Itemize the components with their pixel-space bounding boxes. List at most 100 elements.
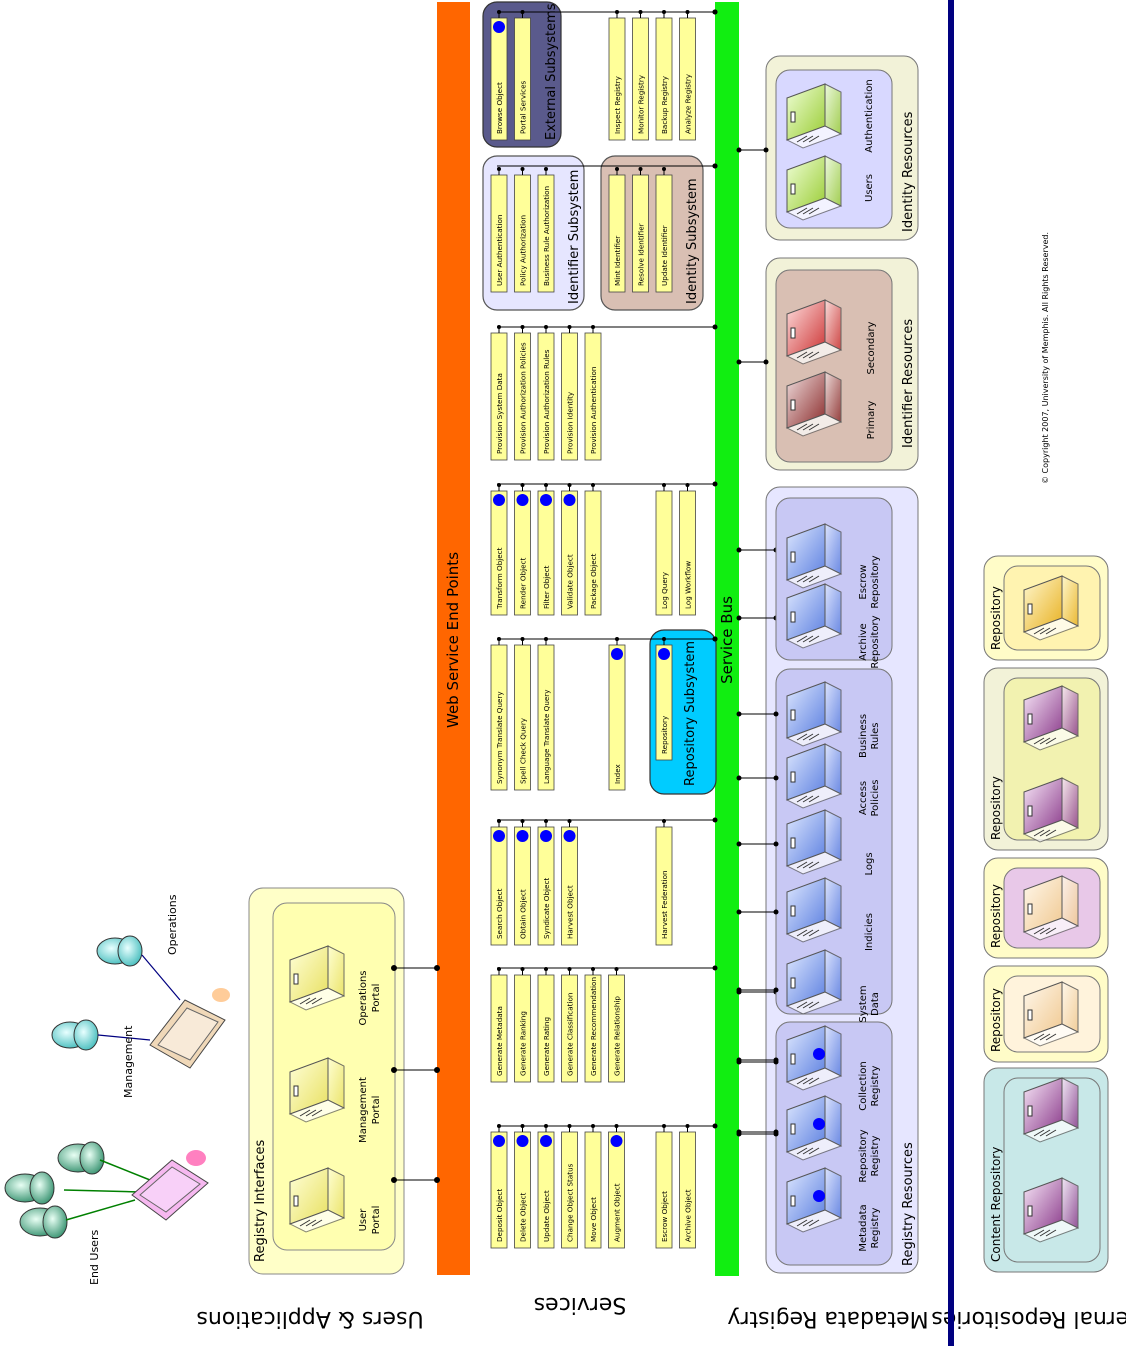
web-service-bar-label: Web Service End Points <box>444 552 462 728</box>
repo-label-0: Repository <box>870 615 881 668</box>
blue-dot-icon <box>540 494 552 506</box>
identifier-subsystem-panel: Identifier Subsystem <box>482 155 585 311</box>
svc-query-0-label: Synonym Translate Query <box>495 691 504 784</box>
resource-connector <box>736 841 779 847</box>
svc-registry-ops-0: Inspect Registry <box>608 10 626 141</box>
svc-generate-1-label: Generate Ranking <box>519 1011 528 1076</box>
svc-provision-4: Provision Authentication <box>584 325 602 461</box>
portal-connectors <box>391 965 440 1183</box>
svc-authorization-1-label: Policy Authorization <box>519 215 528 286</box>
content-repository-server-icon-0 <box>1022 1177 1080 1243</box>
resource-connector <box>736 1057 779 1063</box>
svc-registry-ops-1: Monitor Registry <box>632 10 649 141</box>
svc-transform-3: Validate Object <box>561 483 578 616</box>
blue-dot-icon <box>493 494 505 506</box>
svc-search-3-label: Harvest Object <box>566 885 575 939</box>
service-bus-label: Service Bus <box>718 596 736 684</box>
external-repository-c-title: Repository <box>989 776 1003 840</box>
layer-label-metadata-registry: Metadata Registry <box>727 1306 928 1331</box>
svc-object-mgmt-2: Update Object <box>537 1124 555 1249</box>
registry-resources-title: Registry Resources <box>901 1142 916 1266</box>
primary-label: Primary <box>866 401 877 440</box>
svc-identifier-2: Update Identifier <box>655 167 673 293</box>
registry-label-0: Registry <box>870 1207 881 1248</box>
svc-generate-2: Generate Rating <box>537 967 555 1083</box>
svc-log-1-label: Log Workflow <box>684 561 693 609</box>
external-repository-c: Repository <box>983 667 1109 851</box>
svc-object-mgmt-3: Change Object Status <box>561 1124 578 1249</box>
svc-index-0-label: Index <box>613 763 622 784</box>
registry-label-1: Repository <box>858 1129 869 1182</box>
web-service-bar <box>437 2 470 1275</box>
svc-transform-1-label: Render Object <box>519 558 528 609</box>
svc-transform-1: Render Object <box>514 483 531 616</box>
external-divider <box>948 0 954 1346</box>
svc-query-1-label: Spell Check Query <box>519 717 528 784</box>
identity-resources-title: Identity Resources <box>901 111 916 232</box>
blue-dot-icon <box>493 830 505 842</box>
data-server-icon-0 <box>785 949 843 1015</box>
svc-query-2: Language Translate Query <box>537 637 555 791</box>
blue-dot-icon <box>493 21 505 33</box>
management-operations-group: Management Operations <box>51 894 230 1098</box>
svc-identifier-0: Mint Identifier <box>608 167 626 293</box>
svc-query-2-label: Language Translate Query <box>542 689 551 784</box>
blue-dot-icon <box>813 1190 825 1202</box>
svc-provision-0: Provision System Data <box>490 325 508 461</box>
svc-object-mgmt-5-label: Augment Object <box>613 1183 622 1242</box>
svc-provision-4-label: Provision Authentication <box>589 367 598 454</box>
secondary-label: Secondary <box>866 321 877 374</box>
svc-object-mgmt-0: Deposit Object <box>490 1124 508 1249</box>
svc-generate-5: Generate Relationship <box>608 967 625 1083</box>
identifier-subsystem-panel-title: Identifier Subsystem <box>567 170 582 304</box>
svc-transform-0-label: Transform Object <box>495 547 504 610</box>
service-bus-bar <box>715 2 739 1276</box>
svc-escrow-archive-0-label: Escrow Object <box>660 1191 669 1242</box>
authentication-server-icon <box>785 83 843 149</box>
svc-index-0: Index <box>608 637 626 791</box>
blue-dot-icon <box>516 830 529 842</box>
data-label-0: Data <box>870 992 881 1016</box>
svc-object-mgmt-1: Delete Object <box>514 1124 531 1249</box>
blue-dot-icon <box>516 494 529 506</box>
svc-escrow-archive-1: Archive Object <box>679 1124 696 1249</box>
external-repository-a: Repository <box>983 965 1109 1063</box>
repo-label-1: Escrow <box>858 564 869 599</box>
svc-transform-0: Transform Object <box>490 483 508 616</box>
blue-dot-icon <box>516 1135 529 1147</box>
layer-label-users-apps: Users & Applications <box>196 1306 423 1331</box>
svc-registry-ops-2-label: Backup Registry <box>660 75 669 134</box>
layer-label-external-repositories: External Repositories <box>931 1306 1126 1331</box>
management-terminal-icon <box>149 988 230 1069</box>
registry-server-icon-2 <box>785 1025 843 1091</box>
data-server-icon-1 <box>785 877 843 943</box>
svc-generate-4: Generate Recommendation <box>584 967 602 1083</box>
data-server-icon-3 <box>785 743 843 809</box>
external-repository-a-server-icon-0 <box>1022 981 1080 1047</box>
svc-harvest-federation-0-label: Harvest Federation <box>660 870 669 939</box>
svc-authorization-2-label: Business Rule Authorization <box>542 186 551 286</box>
resource-connector <box>736 147 769 153</box>
svc-identifier-1: Resolve Identifier <box>632 167 649 293</box>
svc-object-mgmt-3-label: Change Object Status <box>566 1163 575 1242</box>
blue-dot-icon <box>611 648 623 660</box>
svc-identifier-2-label: Update Identifier <box>660 225 669 286</box>
management-label: Management <box>122 1025 135 1098</box>
content-repository: Content Repository <box>983 1067 1109 1273</box>
operations-portal-label: Portal <box>371 984 382 1013</box>
end-users-group: End Users <box>4 1141 209 1285</box>
svc-escrow-archive-1-label: Archive Object <box>684 1189 693 1242</box>
registry-label-2: Registry <box>870 1065 881 1106</box>
svc-transform-3-label: Validate Object <box>566 554 575 609</box>
service-connector <box>497 324 718 330</box>
svc-generate-1: Generate Ranking <box>514 967 531 1083</box>
service-connector <box>497 965 718 971</box>
service-connector <box>497 636 718 642</box>
svc-authorization-0-label: User Authentication <box>495 215 504 286</box>
svc-transform-2-label: Filter Object <box>542 565 551 609</box>
svc-registry-ops-3-label: Analyze Registry <box>684 73 693 134</box>
svc-provision-2: Provision Authorization Rules <box>537 325 555 461</box>
resource-connector <box>736 987 779 993</box>
registry-label-1: Registry <box>870 1135 881 1176</box>
